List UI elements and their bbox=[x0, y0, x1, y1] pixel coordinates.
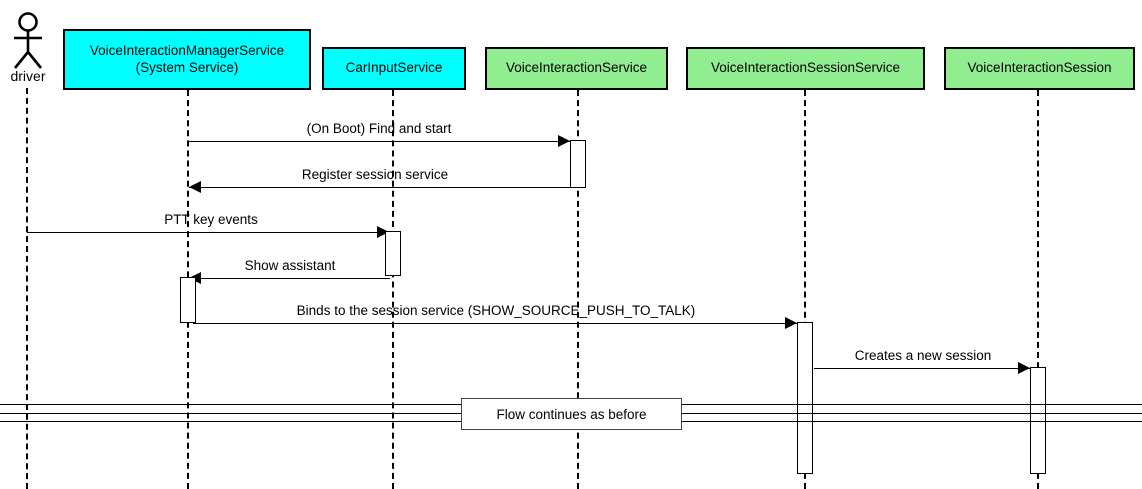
participant-box-vims[interactable]: VoiceInteractionManagerService (System S… bbox=[63, 29, 311, 90]
actor-driver bbox=[9, 12, 47, 70]
message-arrowhead-binds-to-the-session-service bbox=[785, 317, 797, 329]
message-line-on-boot-find-and-start bbox=[188, 141, 570, 142]
message-line-binds-to-the-session-service bbox=[193, 323, 797, 324]
participant-label-voiceinteractionsessionservice: VoiceInteractionSessionService bbox=[710, 60, 901, 76]
participant-label-voiceinteractionsession: VoiceInteractionSession bbox=[967, 60, 1112, 76]
activation-bar-voiceinteractionsession bbox=[1030, 367, 1046, 474]
message-label-ptt-key-events: PTT key events bbox=[164, 212, 258, 227]
lifeline-voiceinteractionsessionservice bbox=[804, 90, 806, 489]
participant-label-vims-line1: VoiceInteractionManagerService bbox=[89, 43, 285, 59]
participant-box-voiceinteractionsessionservice[interactable]: VoiceInteractionSessionService bbox=[686, 47, 925, 90]
message-label-binds-to-the-session-service: Binds to the session service (SHOW_SOURC… bbox=[296, 303, 696, 318]
lifeline-voiceinteractionservice bbox=[577, 90, 579, 489]
lifeline-voiceinteractionsession bbox=[1037, 90, 1039, 489]
activation-bar-vims bbox=[180, 277, 196, 323]
message-arrowhead-creates-a-new-session bbox=[1018, 362, 1030, 374]
lifeline-driver bbox=[26, 88, 28, 489]
message-arrowhead-on-boot-find-and-start bbox=[558, 135, 570, 147]
message-label-register-session-service: Register session service bbox=[301, 167, 449, 182]
participant-box-voiceinteractionservice[interactable]: VoiceInteractionService bbox=[485, 47, 668, 90]
divider-note-flow-continues: Flow continues as before bbox=[461, 398, 682, 430]
activation-bar-voiceinteractionsessionservice bbox=[797, 322, 813, 474]
message-line-ptt-key-events bbox=[27, 232, 389, 233]
participant-box-voiceinteractionsession[interactable]: VoiceInteractionSession bbox=[944, 47, 1135, 90]
participant-label-vims-line2: (System Service) bbox=[135, 59, 239, 75]
message-arrowhead-register-session-service bbox=[189, 181, 201, 193]
message-line-register-session-service bbox=[189, 187, 571, 188]
message-line-show-assistant bbox=[189, 278, 390, 279]
divider-note-label: Flow continues as before bbox=[496, 406, 647, 422]
activation-bar-carinputservice bbox=[385, 231, 401, 276]
participant-label-carinputservice: CarInputService bbox=[345, 60, 443, 76]
message-line-creates-a-new-session bbox=[814, 368, 1030, 369]
message-label-show-assistant: Show assistant bbox=[244, 258, 336, 273]
lifeline-carinputservice bbox=[392, 90, 394, 489]
message-label-on-boot-find-and-start: (On Boot) Find and start bbox=[306, 121, 452, 136]
participant-box-carinputservice[interactable]: CarInputService bbox=[322, 47, 466, 90]
activation-bar-voiceinteractionservice bbox=[570, 140, 586, 188]
actor-label-driver: driver bbox=[10, 68, 46, 84]
participant-label-voiceinteractionservice: VoiceInteractionService bbox=[505, 60, 648, 76]
stick-figure-actor-icon bbox=[13, 12, 43, 69]
message-label-creates-a-new-session: Creates a new session bbox=[854, 348, 992, 363]
